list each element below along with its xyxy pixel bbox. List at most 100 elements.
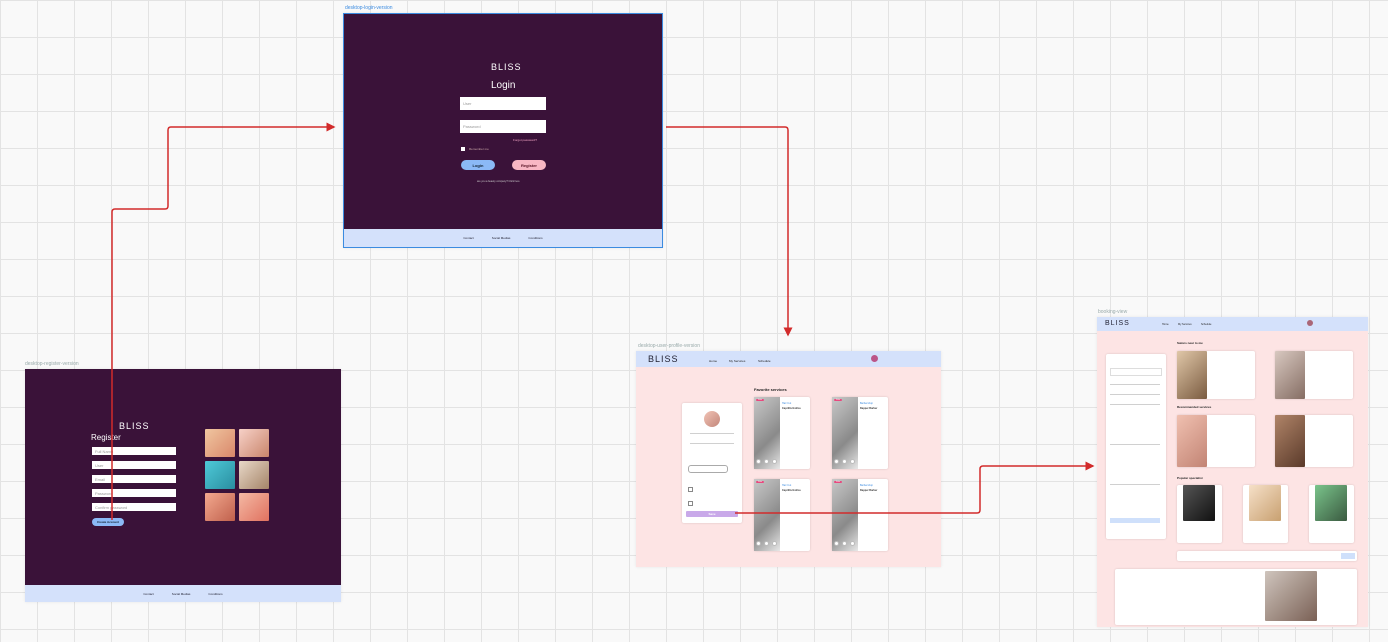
action-icon[interactable] — [772, 459, 777, 464]
action-icon[interactable] — [772, 541, 777, 546]
nav-my-services[interactable]: My Services — [1178, 323, 1192, 326]
footer-contact-link[interactable]: Contact — [143, 591, 154, 596]
beauty-photo — [239, 429, 269, 457]
create-account-button[interactable]: Create Account — [92, 518, 124, 526]
nav-home[interactable]: Home — [1162, 323, 1169, 326]
salons-near-title: Salons near to me — [1177, 341, 1203, 345]
footer-social-link[interactable]: Social Medias — [491, 236, 511, 240]
service-card[interactable]: Sale Hair Cut Caprillis Estilos — [754, 397, 810, 469]
forgot-password-link[interactable]: Forgot password? — [513, 138, 538, 142]
login-button[interactable]: Login — [461, 160, 495, 170]
login-frame-label: desktop-login-version — [345, 5, 393, 11]
login-footer: Contact Social Medias Conditions — [344, 229, 662, 247]
booking-brand-logo[interactable]: BLISS — [1105, 320, 1130, 327]
profile-header — [636, 351, 941, 367]
recommended-services-title: Recommended services — [1177, 405, 1212, 409]
service-photo — [1177, 415, 1207, 467]
password-input[interactable]: Password — [92, 489, 176, 497]
avatar[interactable] — [871, 355, 878, 362]
footer-photo — [1265, 571, 1317, 621]
booking-frame-label: booking-view — [1098, 309, 1128, 315]
remember-checkbox[interactable] — [461, 147, 465, 151]
user-input[interactable]: User — [92, 461, 176, 469]
service-category: Barbershop — [860, 484, 873, 487]
service-photo — [754, 397, 780, 469]
specialist-card[interactable] — [1177, 485, 1222, 543]
favorite-services-title: Favorite services — [754, 387, 787, 392]
action-icon[interactable] — [764, 541, 769, 546]
salon-photo — [1177, 351, 1207, 399]
action-icon[interactable] — [850, 541, 855, 546]
service-card[interactable]: Sale Barbershop Dapper Barber — [832, 397, 888, 469]
action-icon[interactable] — [842, 459, 847, 464]
salon-photo — [1275, 351, 1305, 399]
option-checkbox[interactable] — [688, 501, 693, 506]
nav-schedule[interactable]: Schedule — [758, 359, 771, 363]
save-button[interactable]: Save — [686, 511, 738, 517]
service-card[interactable]: Sale Hair Cut Caprillis Estilos — [754, 479, 810, 551]
footer-contact-link[interactable]: Contact — [463, 236, 474, 240]
profile-avatar — [704, 411, 720, 427]
login-to-profile-arrow — [666, 126, 793, 337]
filter-apply-button[interactable] — [1110, 518, 1160, 523]
avatar[interactable] — [1307, 320, 1313, 326]
action-icon[interactable] — [834, 541, 839, 546]
register-button[interactable]: Register — [512, 160, 546, 170]
booking-bar — [1177, 551, 1357, 561]
footer-conditions-link[interactable]: Conditions — [528, 236, 543, 240]
service-name: Dapper Barber — [860, 407, 878, 410]
action-icon[interactable] — [834, 459, 839, 464]
user-profile-card: Save — [682, 403, 742, 523]
company-link[interactable]: are you a beauty company? Click here — [477, 180, 520, 183]
recommended-card[interactable] — [1177, 415, 1255, 467]
nav-schedule[interactable]: Schedule — [1201, 323, 1212, 326]
register-brand-logo: BLISS — [119, 421, 150, 431]
email-input[interactable]: Email — [92, 475, 176, 483]
login-password-input[interactable]: Password — [460, 120, 546, 133]
profile-frame: BLISS Home My Services Schedule Favorite… — [636, 351, 941, 567]
confirm-password-input[interactable]: Confirm password — [92, 503, 176, 511]
action-icon[interactable] — [850, 459, 855, 464]
fullname-input[interactable]: Full Name — [92, 447, 176, 455]
specialist-photo — [1249, 485, 1281, 521]
sale-tag: Sale — [834, 481, 843, 483]
profile-brand-logo[interactable]: BLISS — [648, 354, 679, 364]
footer-social-link[interactable]: Social Medias — [171, 591, 191, 596]
service-dropdown[interactable] — [688, 465, 728, 473]
register-title: Register — [91, 433, 121, 442]
action-icon[interactable] — [756, 459, 761, 464]
nav-home[interactable]: Home — [709, 359, 718, 363]
service-name: Caprillis Estilos — [782, 489, 801, 492]
popular-specialist-title: Popular specialist — [1177, 476, 1203, 480]
action-icon[interactable] — [842, 541, 847, 546]
booking-footer — [1115, 569, 1357, 625]
service-category: Hair Cut — [782, 484, 792, 487]
specialist-card[interactable] — [1309, 485, 1354, 543]
action-icon[interactable] — [756, 541, 761, 546]
login-brand-logo: BLISS — [491, 62, 522, 72]
nav-my-services[interactable]: My Services — [729, 359, 746, 363]
register-footer: Contact Social Medias Conditions — [25, 585, 341, 602]
option-checkbox[interactable] — [688, 487, 693, 492]
service-photo — [832, 397, 858, 469]
sale-tag: Sale — [756, 399, 765, 401]
action-icon[interactable] — [764, 459, 769, 464]
footer-conditions-link[interactable]: Conditions — [208, 591, 223, 596]
beauty-photo — [205, 461, 235, 489]
booking-header — [1097, 317, 1368, 331]
book-button[interactable] — [1341, 553, 1355, 559]
beauty-photo — [205, 493, 235, 521]
beauty-photo — [205, 429, 235, 457]
sale-tag: Sale — [756, 481, 765, 483]
salon-card[interactable] — [1275, 351, 1353, 399]
booking-frame: BLISS Home My Services Schedule Salons n… — [1097, 317, 1368, 627]
login-user-input[interactable]: User — [460, 97, 546, 110]
service-photo — [1275, 415, 1305, 467]
recommended-card[interactable] — [1275, 415, 1353, 467]
salon-card[interactable] — [1177, 351, 1255, 399]
service-card[interactable]: Sale Barbershop Dapper Barber — [832, 479, 888, 551]
search-input[interactable] — [1110, 368, 1162, 376]
filter-sidebar — [1106, 354, 1166, 539]
login-frame: BLISS Login User Password Forgot passwor… — [343, 13, 663, 248]
specialist-card[interactable] — [1243, 485, 1288, 543]
